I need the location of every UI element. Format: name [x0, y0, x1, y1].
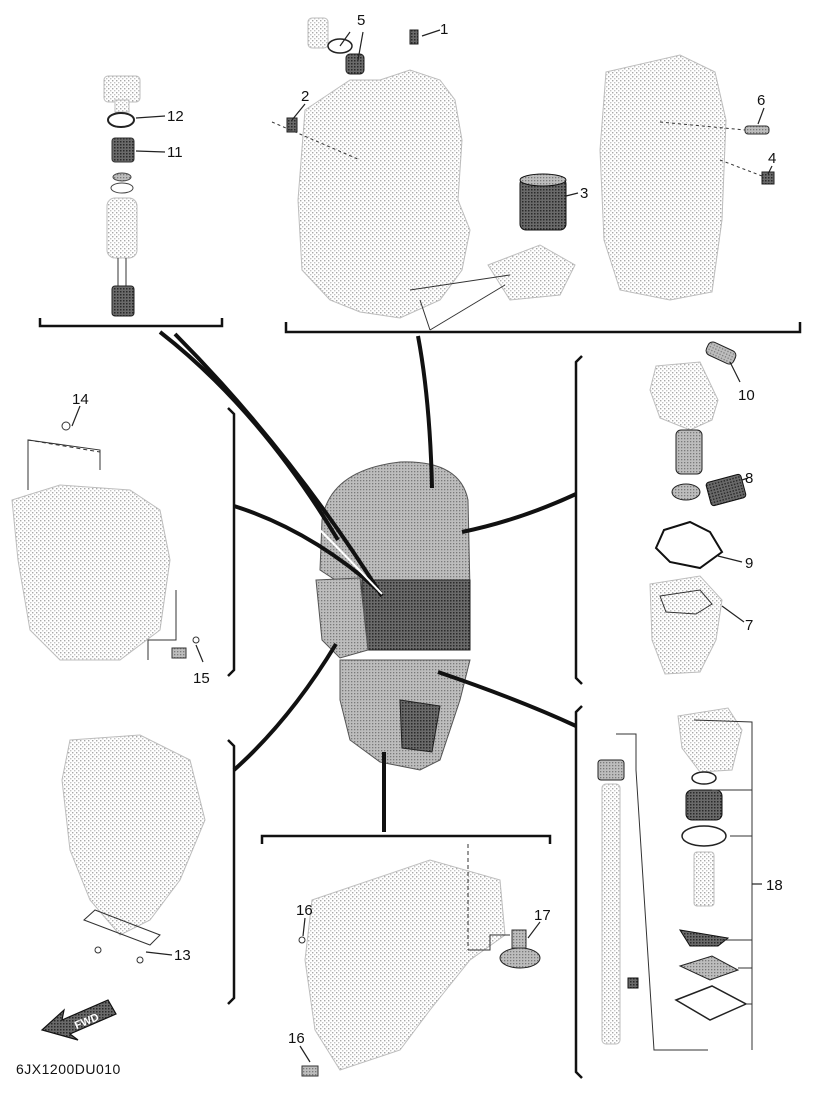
forward-arrow-icon: FWD [40, 999, 117, 1041]
callout-4: 4 [768, 150, 776, 167]
callout-1: 1 [440, 21, 448, 38]
callout-16-lower: 16 [288, 1030, 305, 1047]
group-power-head [271, 17, 775, 331]
callout-5: 5 [357, 12, 365, 29]
callout-10: 10 [738, 387, 755, 404]
group-water-pump [597, 707, 748, 1051]
group-bottom-cowling [11, 421, 200, 661]
callout-3: 3 [580, 185, 588, 202]
callout-8: 8 [745, 470, 753, 487]
callout-6: 6 [757, 92, 765, 109]
diagram-code: 6JX1200DU010 [16, 1061, 121, 1077]
group-fuel-filter [103, 75, 141, 317]
callout-16-upper: 16 [296, 902, 313, 919]
callout-13: 13 [174, 947, 191, 964]
group-lower-casing [298, 844, 541, 1077]
connector-lines [158, 330, 577, 832]
callout-2: 2 [301, 88, 309, 105]
callout-12: 12 [167, 108, 184, 125]
callout-15: 15 [193, 670, 210, 687]
callout-18: 18 [766, 877, 783, 894]
callout-17: 17 [534, 907, 551, 924]
callout-7: 7 [745, 617, 753, 634]
group-clamp-bracket [61, 734, 206, 964]
callout-14: 14 [72, 391, 89, 408]
callout-11: 11 [167, 144, 183, 161]
outboard-motor [315, 461, 471, 771]
callout-9: 9 [745, 555, 753, 572]
group-thermostat [649, 341, 747, 675]
